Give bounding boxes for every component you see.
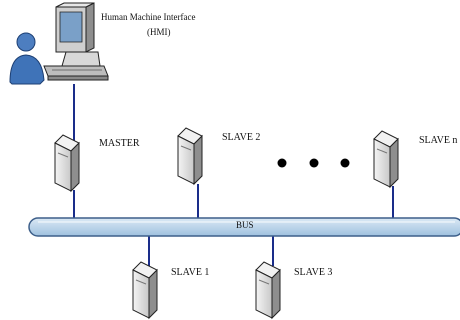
user-icon [9,32,45,85]
slave-1-server-icon [132,261,158,319]
slave-3-label: SLAVE 3 [294,267,333,278]
bus [28,217,460,237]
computer-icon [43,2,109,81]
slave-2-server-icon [177,127,203,185]
slave-3-server-icon [255,261,281,319]
hmi-title: Human Machine Interface [101,12,196,22]
slave-n-label: SLAVE n [419,135,458,146]
slave-2-label: SLAVE 2 [222,132,261,143]
ellipsis-dots [277,158,350,168]
hmi-abbreviation: (HMI) [147,27,171,37]
slave-n-server-icon [373,130,399,188]
bus-label: BUS [236,220,254,230]
slave-1-label: SLAVE 1 [171,267,210,278]
master-label: MASTER [99,138,140,149]
master-server-icon [54,134,80,192]
